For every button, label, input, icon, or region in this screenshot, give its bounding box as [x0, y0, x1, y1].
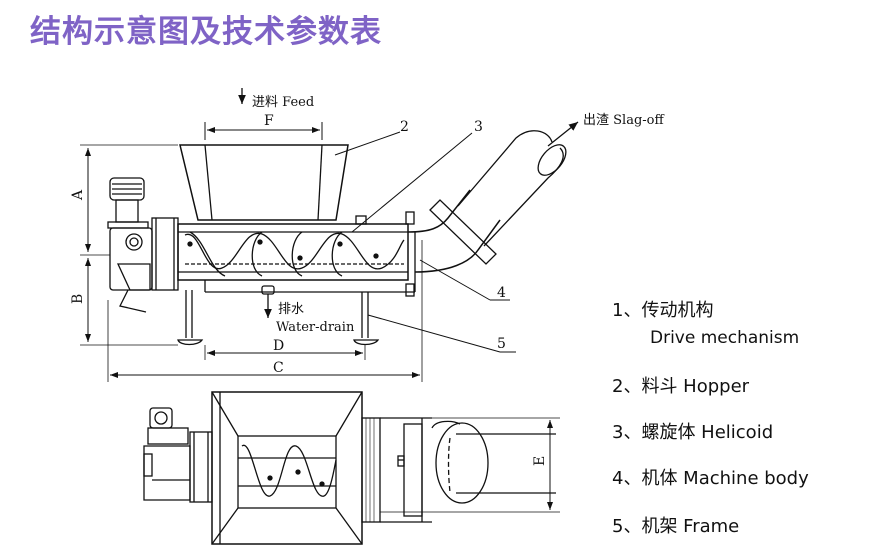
water-drain	[261, 285, 275, 295]
frame	[177, 290, 380, 346]
slag-arrow	[547, 121, 579, 147]
callout-3: 3	[474, 119, 483, 135]
dim-c: C	[273, 360, 284, 376]
discharge-pipe	[457, 130, 567, 247]
dim-e: E	[532, 456, 548, 466]
drain-label-en: Water-drain	[276, 320, 355, 335]
legend-drive-mechanism: 1、传动机构	[612, 300, 714, 321]
legend-drive-mechanism-en: Drive mechanism	[650, 328, 800, 348]
front-view: 进料 Feed F	[70, 88, 665, 382]
top-view: E	[143, 391, 560, 545]
callout-5: 5	[497, 336, 506, 352]
hopper	[179, 144, 349, 221]
legend-machine-body: 4、机体 Machine body	[612, 468, 809, 489]
legend-frame: 5、机架 Frame	[612, 516, 740, 537]
dim-f: F	[264, 113, 274, 129]
drive-mechanism	[109, 227, 153, 291]
legend-helicoid: 3、螺旋体 Helicoid	[612, 422, 774, 443]
machine-body	[177, 223, 409, 281]
callout-4: 4	[497, 285, 506, 301]
outlet-flange	[429, 199, 497, 265]
dim-a: A	[70, 189, 86, 201]
helicoid	[184, 231, 405, 277]
callout-2: 2	[400, 119, 409, 135]
page-title: 结构示意图及技术参数表	[30, 14, 382, 50]
feed-label: 进料 Feed	[252, 95, 314, 110]
legend-hopper: 2、料斗 Hopper	[612, 376, 750, 397]
dim-b: B	[70, 294, 86, 304]
drain-label-cn: 排水	[278, 302, 304, 317]
dim-d: D	[273, 338, 284, 354]
slag-label: 出渣 Slag-off	[583, 113, 665, 128]
